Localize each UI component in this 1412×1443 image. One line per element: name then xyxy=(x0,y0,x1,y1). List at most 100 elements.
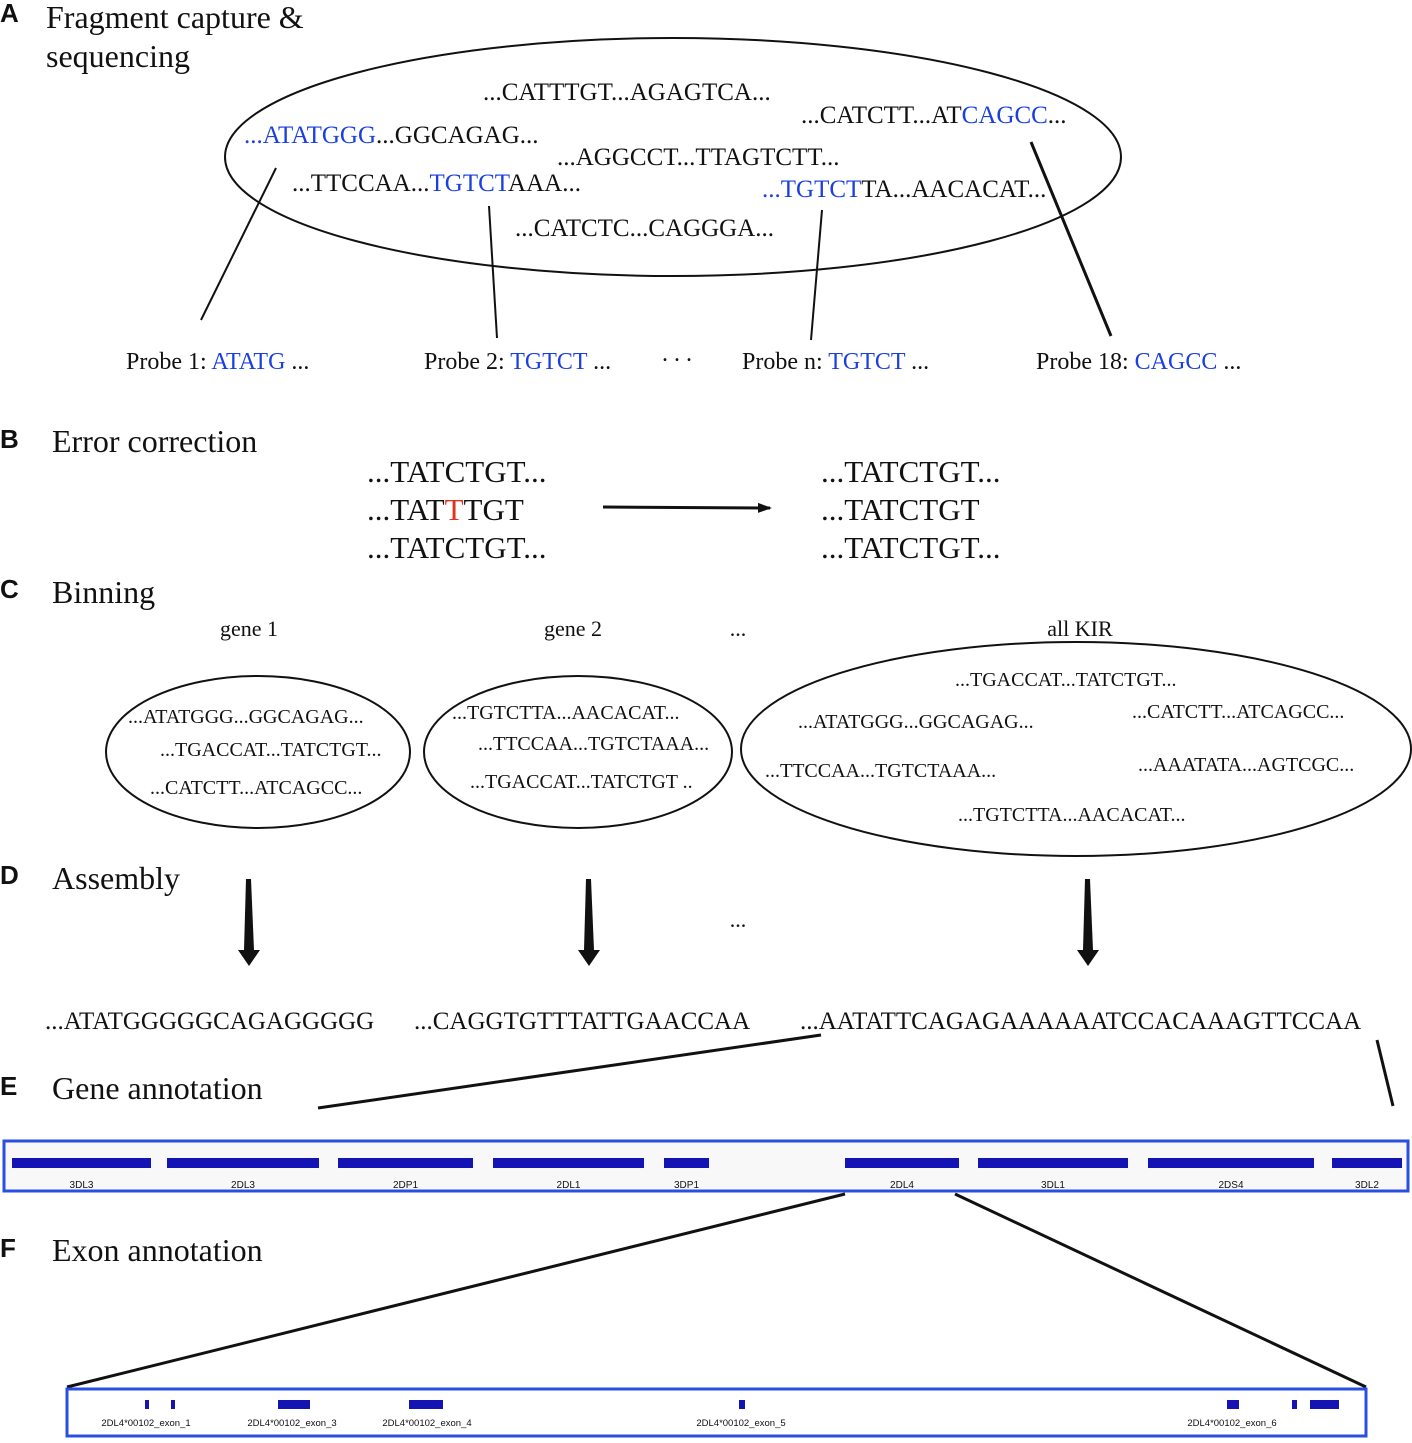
exon-bar-8 xyxy=(1310,1400,1339,1409)
contig-2: ...CAGGTGTTTATTGAACCAA xyxy=(414,1008,750,1035)
probe-seq: ATATG xyxy=(211,349,285,375)
probe-tail: ... xyxy=(1217,349,1241,375)
panel-a-title-line1: Fragment capture & xyxy=(46,0,304,35)
assembly-gap: ... xyxy=(730,907,747,932)
fragment-read-3-part: ATATGGG xyxy=(263,122,376,149)
fragment-read-2-part: ... xyxy=(1048,102,1067,129)
probe-2-connector xyxy=(488,205,498,339)
panel-letter-c: C xyxy=(0,574,19,604)
fragment-read-5: ...TTCCAA...TGTCTAAA... xyxy=(292,170,581,197)
bin-1-read-1: ...ATATGGG...GGCAGAG... xyxy=(128,706,364,728)
gene-label-2DS4: 2DS4 xyxy=(1218,1180,1243,1191)
fragment-read-5-part: AAA... xyxy=(508,170,581,197)
fragment-read-4-part: ...AGGCCT...TTAGTCTT... xyxy=(557,144,839,171)
gene-label-3DL3: 3DL3 xyxy=(70,1180,94,1191)
bin-ellipse-all-kir xyxy=(740,641,1412,857)
gene-bar-2DL3 xyxy=(167,1158,319,1168)
panel-a: A Fragment capture & sequencing ...CATTT… xyxy=(0,0,1241,375)
error-read-3: ...TATCTGT... xyxy=(367,530,546,565)
bin-2-read-1: ...TGTCTTA...AACACAT... xyxy=(452,702,679,724)
probe-seq: TGTCT xyxy=(510,349,588,375)
corrected-read-2: ...TATCTGT xyxy=(821,492,980,527)
exon-label-5: 2DL4*00102_exon_6 xyxy=(1187,1418,1276,1429)
gene-bar-3DP1 xyxy=(664,1158,709,1168)
probe-tail: ... xyxy=(285,349,309,375)
assembly-arrow-1 xyxy=(238,879,260,966)
fragment-read-3-part: ... xyxy=(244,122,263,149)
fragment-read-5-part: TGTCT xyxy=(430,170,510,197)
corrected-reads: ...TATCTGT......TATCTGT...TATCTGT... xyxy=(821,454,1000,565)
panel-letter-a: A xyxy=(0,0,19,28)
panel-f-title: Exon annotation xyxy=(52,1232,263,1268)
bin-ellipse-gene-2 xyxy=(423,675,733,829)
gene-bar-2DL1 xyxy=(493,1158,644,1168)
panel-b-title: Error correction xyxy=(52,423,257,459)
bin-gap: ... xyxy=(730,616,747,641)
exon-track-frame xyxy=(65,1387,1368,1438)
error-read-2-part: T xyxy=(445,492,464,527)
bin-2-read-3: ...TGACCAT...TATCTGT .. xyxy=(470,771,693,793)
panel-e-title: Gene annotation xyxy=(52,1070,263,1106)
panel-b: B Error correction ...TATCTGT......TATTT… xyxy=(0,423,1000,565)
fragment-read-1-part: ...CATTTGT...AGAGTCA... xyxy=(483,79,771,106)
bin-3-read-2: ...ATATGGG...GGCAGAG... xyxy=(798,711,1034,733)
fragment-read-6-part: TA...AACACAT... xyxy=(861,176,1046,203)
bin-1-read-3: ...CATCTT...ATCAGCC... xyxy=(150,777,362,799)
exon-bar-6 xyxy=(1227,1400,1239,1409)
bin-3-read-1: ...TGACCAT...TATCTGT... xyxy=(955,669,1177,691)
exon-bar-1 xyxy=(145,1400,149,1409)
error-read-3-part: ...TATCTGT... xyxy=(367,530,546,565)
probe-label: Probe 2: xyxy=(424,349,510,375)
exon-label-3: 2DL4*00102_exon_4 xyxy=(382,1418,471,1429)
gene-label-3DP1: 3DP1 xyxy=(674,1180,699,1191)
gene-zoom-left xyxy=(66,1192,846,1389)
probe-n-connector xyxy=(810,209,823,341)
exon-label-2: 2DL4*00102_exon_3 xyxy=(247,1418,336,1429)
gene-bar-2DP1 xyxy=(338,1158,473,1168)
error-read-1-part: ...TATCTGT... xyxy=(367,454,546,489)
gene-zoom-right xyxy=(954,1192,1367,1389)
reads-with-error: ...TATCTGT......TATTTGT...TATCTGT... xyxy=(367,454,546,565)
probe-tail: ... xyxy=(587,349,611,375)
panel-letter-e: E xyxy=(0,1071,17,1101)
captured-fragments: ...CATTTGT...AGAGTCA... ...CATCTT...ATCAG… xyxy=(244,79,1067,242)
gene-label-2DP1: 2DP1 xyxy=(393,1180,418,1191)
assembly-arrow-2 xyxy=(578,879,600,966)
bin-name-all-kir: all KIR xyxy=(1047,616,1113,641)
fragment-read-2: ...CATCTT...ATCAGCC... xyxy=(801,102,1067,129)
correction-arrow xyxy=(602,502,772,513)
panel-c: C Binning gene 1 gene 2 ... all KIR ...A… xyxy=(0,574,1412,857)
probe-labels: Probe 1: ATATG ...Probe 2: TGTCT ...Prob… xyxy=(126,341,1241,375)
exon-bar-4 xyxy=(409,1400,443,1409)
gene-label-2DL3: 2DL3 xyxy=(231,1180,255,1191)
gene-bar-2DS4 xyxy=(1148,1158,1314,1168)
probe-label-4: Probe 18: CAGCC ... xyxy=(1036,349,1241,375)
fragment-read-6: ...TGTCTTA...AACACAT... xyxy=(762,176,1046,203)
exon-label-4: 2DL4*00102_exon_5 xyxy=(696,1418,785,1429)
contig-3: ...AATATTCAGAGAAAAAATCCACAAAGTTCCAA xyxy=(800,1008,1361,1035)
exon-bar-3 xyxy=(278,1400,310,1409)
gene-label-3DL2: 3DL2 xyxy=(1355,1180,1379,1191)
bin-name-gene-2: gene 2 xyxy=(544,616,602,641)
gene-bar-2DL4 xyxy=(845,1158,959,1168)
fragment-read-7-part: ...CATCTC...CAGGGA... xyxy=(515,215,774,242)
error-read-2-part: ...TAT xyxy=(367,492,445,527)
fragment-read-2-part: CAGCC xyxy=(962,102,1048,129)
bin-1-read-2: ...TGACCAT...TATCTGT... xyxy=(160,739,382,761)
bin-3-read-6: ...TGTCTTA...AACACAT... xyxy=(958,804,1185,826)
panel-d: D Assembly ... ...ATATGGGGGCAGAGGGGG ...… xyxy=(0,860,1361,1035)
exon-bar-7 xyxy=(1292,1400,1297,1409)
panel-a-title-line2: sequencing xyxy=(46,38,190,74)
fragment-read-2-part: ...CATCTT...AT xyxy=(801,102,962,129)
fragment-read-6-part: TGTCT xyxy=(781,176,862,203)
probe-seq: CAGCC xyxy=(1135,349,1218,375)
contig-zoom-left xyxy=(317,1033,822,1110)
probe-seq: TGTCT xyxy=(828,349,906,375)
fragment-read-6-part: ... xyxy=(762,176,781,203)
exon-label-1: 2DL4*00102_exon_1 xyxy=(101,1418,190,1429)
fragment-read-1: ...CATTTGT...AGAGTCA... xyxy=(483,79,771,106)
fragment-read-7: ...CATCTC...CAGGGA... xyxy=(515,215,774,242)
